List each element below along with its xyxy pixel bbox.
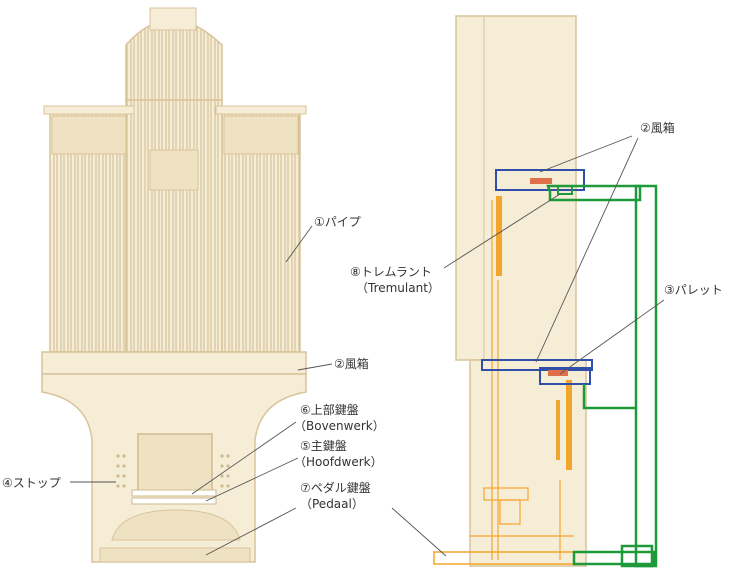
left-cornice (43, 105, 135, 115)
music-desk (137, 433, 213, 493)
right-cornice (215, 105, 307, 115)
tremulant-box (557, 185, 573, 195)
label-main-manual: ⑤主鍵盤 (300, 438, 347, 453)
label-tremulant-en: （Tremulant） (356, 281, 440, 295)
label-pedal: ⑦ペダル鍵盤 (300, 480, 371, 495)
label-main-manual-en: （Hoofdwerk） (294, 455, 383, 469)
upper-pallet (530, 178, 552, 184)
leader-upper-manual (191, 421, 297, 495)
label-tremulant: ⑧トレムラント (350, 265, 432, 279)
stop-knobs-right (220, 454, 230, 488)
label-windchest-front: ②風箱 (334, 356, 369, 371)
leader-pipe (285, 225, 313, 263)
leader-pallet (559, 299, 665, 375)
center-carving (149, 149, 199, 191)
leader-pedal-section (391, 507, 447, 557)
organ-front-view (41, 7, 307, 563)
upper-windchest (495, 169, 585, 191)
leader-windchest-lower (535, 137, 639, 363)
stop-knobs-left (116, 454, 126, 488)
leader-tremulant (443, 193, 561, 269)
leader-lines (70, 135, 665, 557)
bench-arch (111, 509, 241, 541)
leader-windchest-upper (539, 135, 633, 173)
label-pallet: ③パレット (664, 283, 723, 297)
label-pedal-en: （Pedaal） (300, 497, 364, 511)
organ-section-view (433, 15, 658, 568)
leader-main-manual (205, 457, 299, 502)
center-tower-dome (125, 19, 223, 101)
tracker-action (470, 200, 574, 560)
leader-pedal (205, 507, 297, 556)
tower-crest (149, 7, 197, 31)
pedalboard (99, 547, 251, 563)
impost-ledge (41, 351, 307, 375)
label-stop: ④ストップ (2, 476, 61, 490)
upper-manual-keys (131, 489, 217, 497)
lower-windchest-box (539, 367, 591, 385)
label-windchest-section: ②風箱 (640, 120, 675, 135)
leader-windchest-front (297, 363, 333, 371)
right-carving (223, 115, 299, 155)
label-upper-manual: ⑥上部鍵盤 (300, 402, 359, 417)
lower-pallet (548, 370, 568, 376)
label-pipe: ①パイプ (314, 215, 361, 229)
center-flat (125, 99, 223, 353)
left-carving (51, 115, 127, 155)
section-pipes (496, 196, 572, 470)
main-manual-keys (131, 497, 217, 505)
wind-trunk (546, 184, 658, 568)
labels: ①パイプ ②風箱 ⑥上部鍵盤 （Bovenwerk） ⑤主鍵盤 （Hoofdwe… (2, 120, 723, 511)
label-upper-manual-en: （Bovenwerk） (294, 419, 385, 433)
